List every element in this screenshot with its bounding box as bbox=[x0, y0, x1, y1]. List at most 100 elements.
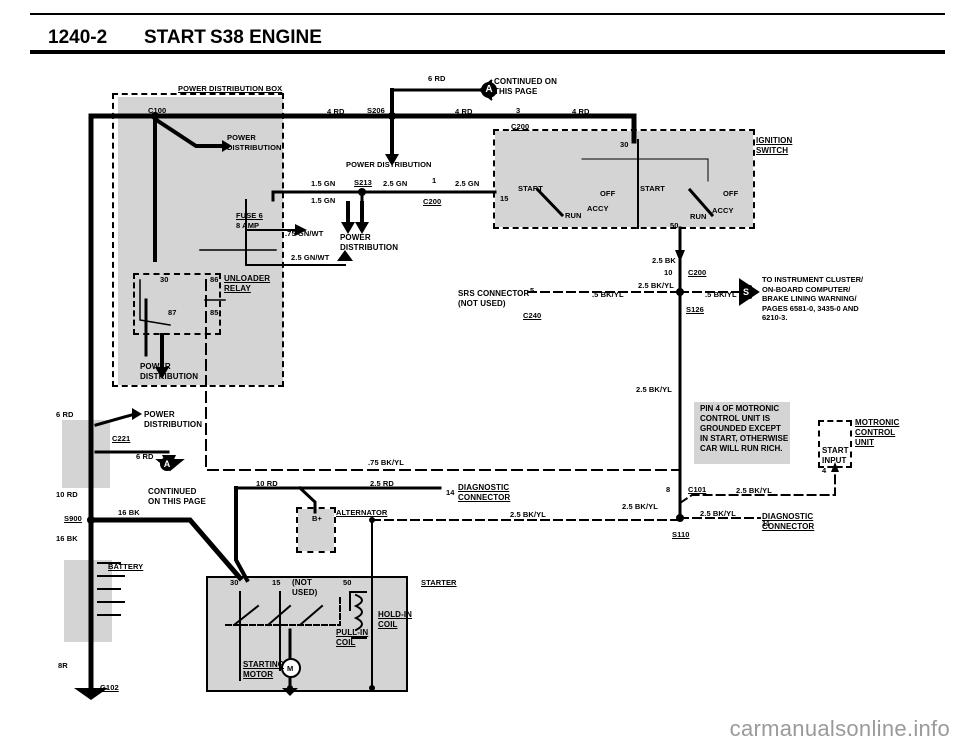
wire-5bkyl-a: .5 BK/YL bbox=[592, 290, 624, 299]
wire-25bk: 2.5 BK bbox=[652, 256, 676, 265]
wire-75gnwt: .75 GN/WT bbox=[285, 229, 324, 238]
ref-s-badge: S bbox=[740, 285, 752, 299]
battery-label: BATTERY bbox=[108, 562, 144, 571]
pin-diag-14: 14 bbox=[446, 488, 455, 497]
wire-25bkyl-alt: 2.5 BK/YL bbox=[510, 510, 546, 519]
unloader-relay-box bbox=[133, 273, 221, 335]
pull-in-coil-label: PULL-IN COIL bbox=[336, 628, 369, 647]
s126-label: S126 bbox=[686, 305, 704, 314]
splice-s126 bbox=[676, 288, 684, 296]
switch-accy-1: ACCY bbox=[587, 204, 609, 213]
switch-start-1: START bbox=[518, 184, 543, 193]
power-distribution-box bbox=[112, 93, 284, 387]
switch-pin-30: 30 bbox=[620, 140, 629, 149]
switch-run-1: RUN bbox=[565, 211, 582, 220]
starter-pin-15: 15 bbox=[272, 578, 281, 587]
wire-16bk-left: 16 BK bbox=[56, 534, 78, 543]
pin-c200-1: 1 bbox=[432, 176, 437, 185]
header-top-rule bbox=[30, 13, 945, 15]
power-distribution-right: POWER DISTRIBUTION bbox=[340, 233, 399, 252]
instrument-cluster-note: TO INSTRUMENT CLUSTER/ ON-BOARD COMPUTER… bbox=[762, 275, 864, 322]
splice-s213 bbox=[358, 188, 366, 196]
relay-pin-86: 86 bbox=[210, 275, 219, 284]
power-distribution-box-label: POWER DISTRIBUTION BOX bbox=[178, 84, 283, 93]
starter-label: STARTER bbox=[421, 578, 457, 587]
watermark: carmanualsonline.info bbox=[729, 716, 950, 741]
engine-title: S38 ENGINE bbox=[210, 27, 322, 48]
hold-in-coil-label: HOLD-IN COIL bbox=[378, 610, 413, 629]
wire-25bkyl-c101: 2.5 BK/YL bbox=[622, 502, 658, 511]
c221-label: C221 bbox=[112, 434, 131, 443]
switch-accy-2: ACCY bbox=[712, 206, 734, 215]
pin-diag-11: 11 bbox=[762, 519, 771, 528]
motronic-control-label: MOTRONIC CONTROL UNIT bbox=[855, 418, 900, 447]
switch-off-2: OFF bbox=[723, 189, 739, 198]
c200-mid-label: C200 bbox=[423, 197, 442, 206]
g102-label: G102 bbox=[100, 683, 119, 692]
unloader-relay-label: UNLOADER RELAY bbox=[224, 274, 271, 293]
c100-label: C100 bbox=[148, 106, 167, 115]
pin-c101-8: 8 bbox=[666, 485, 671, 494]
wire-25gn-a: 2.5 GN bbox=[383, 179, 408, 188]
fuse-amp: 8 AMP bbox=[236, 221, 260, 230]
pin-c200-3: 3 bbox=[516, 106, 521, 115]
power-distribution-mid: POWER DISTRIBUTION bbox=[346, 160, 432, 169]
s206-label: S206 bbox=[367, 106, 385, 115]
ref-a-bottom: A bbox=[160, 457, 174, 471]
switch-run-2: RUN bbox=[690, 212, 707, 221]
starter-pin-50: 50 bbox=[343, 578, 352, 587]
wire-25bkyl-r: 2.5 BK/YL bbox=[736, 486, 772, 495]
fuse-label: FUSE 6 bbox=[236, 211, 263, 220]
wire-15gn-b: 1.5 GN bbox=[311, 196, 336, 205]
motronic-note-box bbox=[694, 402, 790, 464]
ref-a-top: A bbox=[481, 82, 497, 98]
main-battery-feed bbox=[88, 113, 637, 144]
c200-top-label: C200 bbox=[511, 122, 530, 131]
splice-s900 bbox=[87, 516, 95, 524]
wire-25rd: 2.5 RD bbox=[370, 479, 394, 488]
diagnostic-connector-lower: DIAGNOSTIC CONNECTOR bbox=[762, 512, 815, 531]
splice-s206 bbox=[388, 112, 396, 120]
wire-10rd-left: 10 RD bbox=[56, 490, 78, 499]
wire-5bkyl-b: .5 BK/YL bbox=[705, 290, 737, 299]
alternator-pin: B+ bbox=[312, 514, 322, 523]
starter-pin-30: 30 bbox=[230, 578, 239, 587]
alternator-label: ALTERNATOR bbox=[336, 508, 388, 517]
page-reference: 1240-2 bbox=[48, 27, 108, 48]
c240-label: C240 bbox=[523, 311, 542, 320]
c101-label: C101 bbox=[688, 485, 707, 494]
relay-power-distribution: POWER DISTRIBUTION bbox=[140, 362, 199, 381]
wire-25gn-b: 2.5 GN bbox=[455, 179, 480, 188]
diagnostic-connector-upper: DIAGNOSTIC CONNECTOR bbox=[458, 483, 511, 502]
wire-75bkyl: .75 BK/YL bbox=[368, 458, 404, 467]
switch-off-1: OFF bbox=[600, 189, 616, 198]
s110-label: S110 bbox=[672, 530, 690, 539]
motor-symbol: M bbox=[287, 664, 294, 673]
wire-6rd-left: 6 RD bbox=[56, 410, 74, 419]
wire-25gnwt: 2.5 GN/WT bbox=[291, 253, 330, 262]
switch-pin-50: 50 bbox=[670, 221, 679, 230]
wire-10rd-mid: 10 RD bbox=[256, 479, 278, 488]
wire-25bkyl-a: 2.5 BK/YL bbox=[638, 281, 674, 290]
power-distribution-left: POWER DISTRIBUTION bbox=[144, 410, 203, 429]
starter-not-used: (NOT USED) bbox=[292, 578, 318, 597]
wire-16bk-mid: 16 BK bbox=[118, 508, 140, 517]
motronic-start-input: START INPUT bbox=[822, 446, 849, 465]
alternator-shade bbox=[298, 509, 334, 551]
pin-motronic-4: 4 bbox=[822, 466, 827, 475]
fuse-shade bbox=[226, 186, 274, 256]
ignition-switch-label: IGNITION SWITCH bbox=[756, 136, 793, 155]
wire-15gn: 1.5 GN bbox=[311, 179, 336, 188]
arrow-power-down bbox=[385, 154, 399, 166]
continued-top-note: CONTINUED ON THIS PAGE bbox=[494, 77, 557, 96]
ground-g102 bbox=[74, 688, 108, 700]
wire-4rd-right: 4 RD bbox=[572, 107, 590, 116]
wire-4rd-mid: 4 RD bbox=[455, 107, 473, 116]
relay-pin-30: 30 bbox=[160, 275, 169, 284]
wire-6rd-c221: 6 RD bbox=[136, 452, 154, 461]
wire-8r: 8R bbox=[58, 661, 68, 670]
wire-6rd-top: 6 RD bbox=[428, 74, 446, 83]
starting-motor-label: STARTING MOTOR bbox=[243, 660, 285, 679]
pin-c200-10: 10 bbox=[664, 268, 673, 277]
